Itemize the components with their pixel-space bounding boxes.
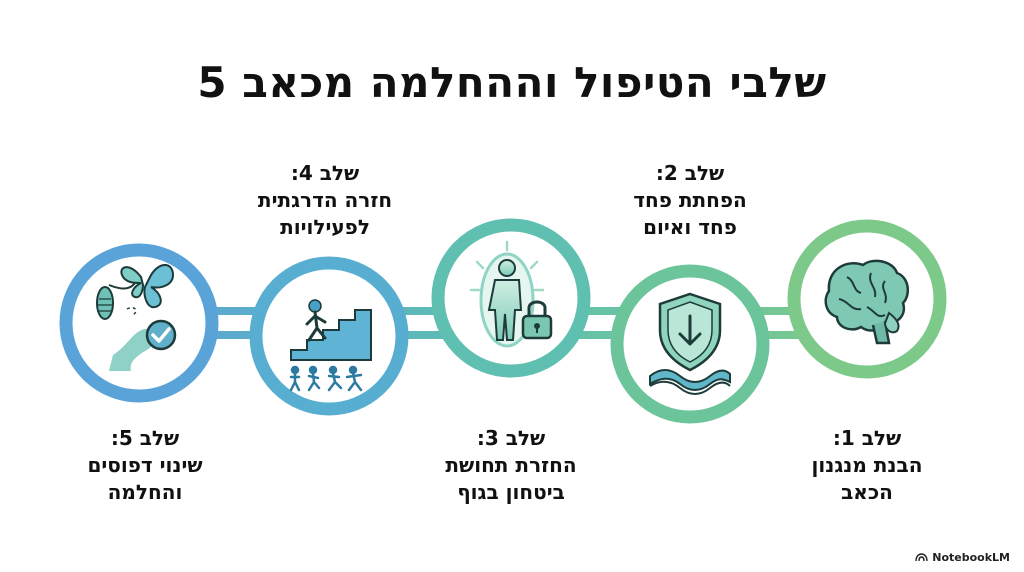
step3-line2: ביטחון בגוף: [457, 480, 565, 504]
shield-arrow-waves-icon: [649, 292, 731, 395]
step2-line2: פחד ואיום: [643, 215, 737, 239]
step1-line1: הבנת מנגנון: [811, 453, 923, 477]
step4-line1: חזרה הדרגתית: [257, 188, 393, 212]
step3-number: שלב 3:: [476, 426, 546, 450]
step2-label: שלב 2: הפחתת פחד פחד ואיום: [600, 160, 780, 241]
page-title: 5 שלבי הטיפול וההחלמה מכאב: [197, 58, 827, 107]
step3-label: שלב 3: החזרת תחושת ביטחון בגוף: [416, 425, 606, 506]
brain-icon: [824, 259, 910, 345]
step2-number: שלב 2:: [655, 161, 725, 185]
step5-label: שלב 5: שינוי דפוסים והחלמה: [50, 425, 240, 506]
brand-text: NotebookLM: [932, 551, 1010, 564]
step1-label: שלב 1: הבנת מנגנון הכאב: [772, 425, 962, 506]
notebooklm-logo-icon: [915, 553, 928, 562]
step5-circle: [59, 243, 219, 403]
step5-line1: שינוי דפוסים: [87, 453, 203, 477]
step1-number: שלב 1:: [832, 426, 902, 450]
step4-line2: לפעילויות: [280, 215, 370, 239]
step4-number: שלב 4:: [290, 161, 360, 185]
step3-line1: החזרת תחושת: [445, 453, 577, 477]
brand-watermark: NotebookLM: [915, 551, 1010, 564]
step5-number: שלב 5:: [110, 426, 180, 450]
stairs-climbing-icon: [289, 299, 372, 392]
step4-label: שלב 4: חזרה הדרגתית לפעילויות: [225, 160, 425, 241]
butterfly-path-check-icon: [96, 264, 177, 371]
step2-line1: הפחתת פחד: [633, 188, 747, 212]
person-aura-lock-icon: [469, 240, 553, 348]
step5-line2: והחלמה: [107, 480, 183, 504]
step1-line2: הכאב: [841, 480, 893, 504]
